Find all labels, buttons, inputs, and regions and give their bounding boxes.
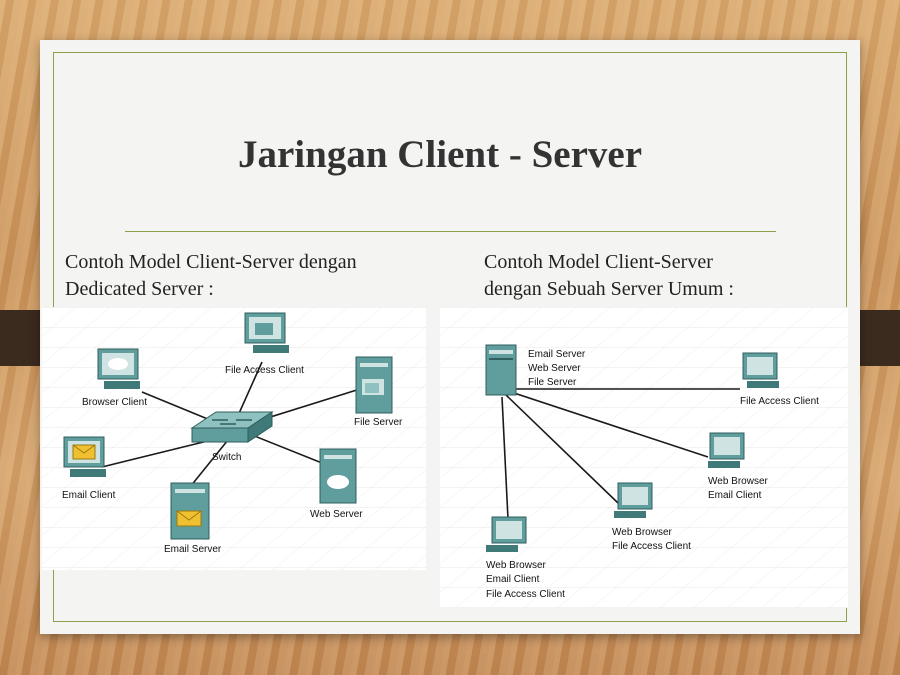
server-label-email: Email Server bbox=[528, 349, 586, 360]
email-server-icon bbox=[170, 482, 210, 540]
right-caption-line-2: dengan Sebuah Server Umum : bbox=[484, 278, 734, 300]
browser-client-icon bbox=[97, 348, 140, 389]
file-access-client-icon bbox=[244, 312, 289, 353]
left-caption-line-2: Dedicated Server : bbox=[65, 278, 214, 300]
web-file-client-icon bbox=[614, 482, 653, 518]
client-label-web-browser: Web Browser bbox=[486, 560, 547, 571]
web-server-icon bbox=[319, 448, 357, 504]
client-label-email: Email Client bbox=[486, 574, 540, 585]
shared-server-icon bbox=[485, 344, 517, 396]
email-server-label: Email Server bbox=[164, 544, 222, 555]
client-label-file-access: File Access Client bbox=[486, 589, 565, 600]
web-server-label: Web Server bbox=[310, 509, 363, 520]
client-label-web-browser: Web Browser bbox=[708, 476, 769, 487]
dedicated-server-diagram: Switch File Access Client Browser Client… bbox=[42, 307, 426, 570]
file-server-label: File Server bbox=[354, 417, 403, 428]
all-services-client-icon bbox=[486, 516, 527, 552]
server-label-web: Web Server bbox=[528, 363, 581, 374]
email-client-label: Email Client bbox=[62, 490, 116, 501]
right-caption: Contoh Model Client-Server dengan Sebuah… bbox=[484, 249, 734, 303]
server-label-file: File Server bbox=[528, 377, 577, 388]
file-access-client-label: File Access Client bbox=[225, 365, 304, 376]
client-label-email: Email Client bbox=[708, 490, 762, 501]
web-email-client-icon bbox=[708, 432, 745, 468]
switch-icon bbox=[190, 411, 274, 443]
file-access-client-icon bbox=[742, 352, 779, 388]
right-caption-line-1: Contoh Model Client-Server bbox=[484, 251, 713, 273]
file-server-icon bbox=[355, 356, 393, 414]
title-divider bbox=[125, 231, 776, 232]
shared-server-diagram: Email Server Web Server File Server File… bbox=[440, 307, 848, 608]
email-client-icon bbox=[63, 436, 106, 477]
client-label-file-access: File Access Client bbox=[740, 396, 819, 407]
left-caption: Contoh Model Client-Server dengan Dedica… bbox=[65, 249, 357, 303]
client-label-file-access: File Access Client bbox=[612, 541, 691, 552]
browser-client-label: Browser Client bbox=[82, 397, 147, 408]
switch-label: Switch bbox=[212, 452, 241, 463]
network-links bbox=[501, 388, 740, 520]
left-caption-line-1: Contoh Model Client-Server dengan bbox=[65, 251, 357, 273]
client-label-web-browser: Web Browser bbox=[612, 527, 673, 538]
slide-title: Jaringan Client - Server bbox=[237, 133, 642, 176]
